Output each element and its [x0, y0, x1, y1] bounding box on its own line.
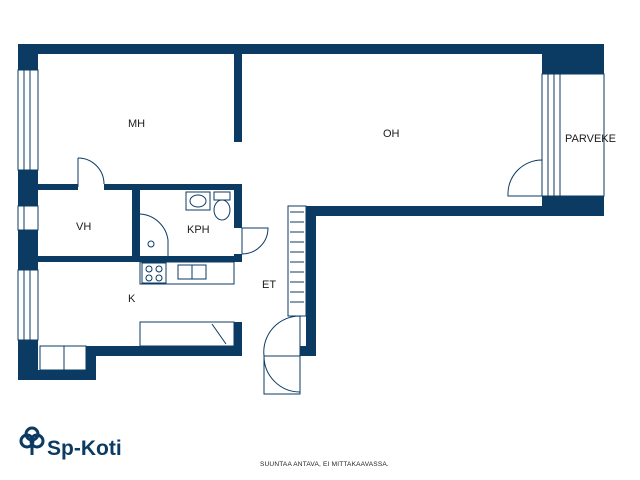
room-label-oh: OH [383, 128, 400, 140]
disclaimer-text: SUUNTAA ANTAVA, EI MITTAKAAVASSA. [260, 461, 389, 468]
room-label-kph: KPH [187, 224, 210, 236]
entrance-closet [287, 205, 307, 317]
room-label-k: K [128, 293, 136, 305]
room-label-mh: MH [128, 118, 145, 130]
room-labels: MH OH PARVEKE VH KPH K ET [76, 118, 616, 305]
sp-koti-logo-icon [19, 426, 45, 455]
bathroom-fixtures [139, 191, 231, 262]
room-label-et: ET [262, 279, 276, 291]
doors [77, 157, 543, 395]
kitchen-fixtures [39, 261, 235, 371]
brand-logo-text: Sp-Koti [47, 437, 122, 460]
windows [17, 69, 561, 341]
interior-walls [38, 54, 242, 356]
exterior-walls [18, 44, 604, 380]
room-label-vh: VH [76, 221, 91, 233]
balcony [559, 73, 605, 197]
room-label-parveke: PARVEKE [565, 133, 616, 145]
